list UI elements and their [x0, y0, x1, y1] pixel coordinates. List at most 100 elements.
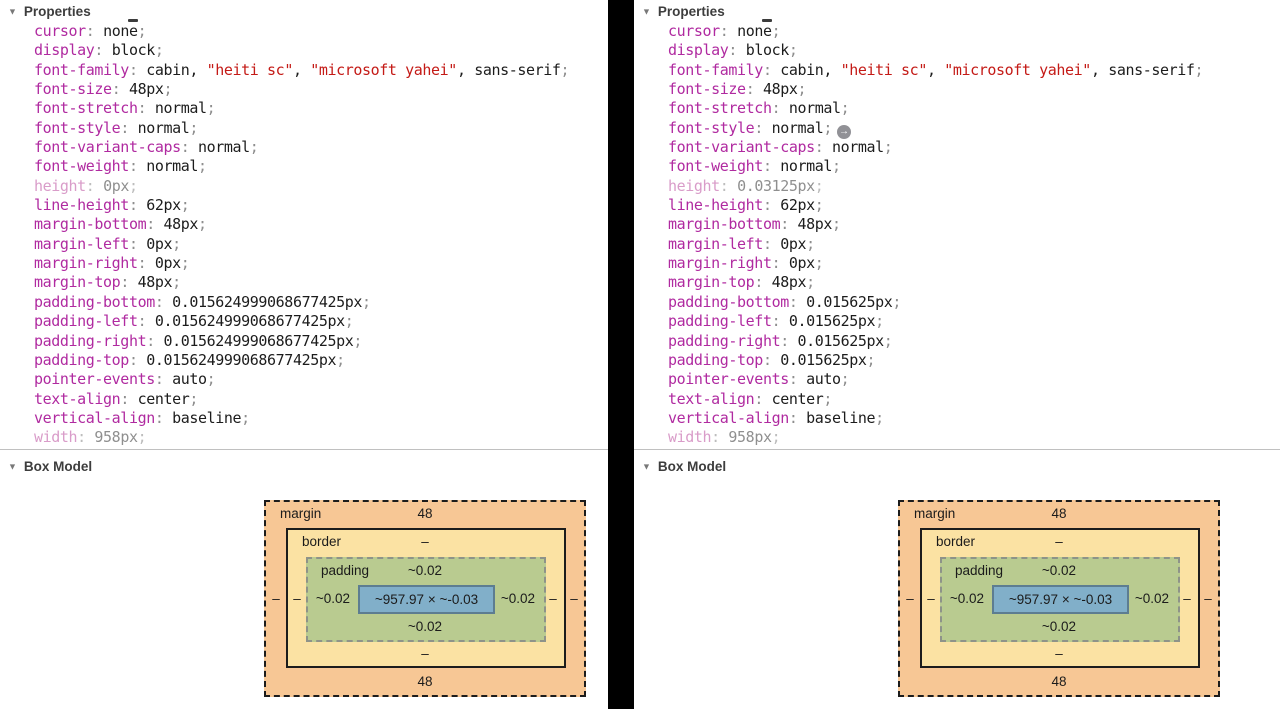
margin-bottom-value[interactable]: 48 — [1051, 674, 1067, 689]
css-property-row[interactable]: padding-bottom: 0.015624999068677425px; — [0, 293, 608, 312]
css-property-row[interactable]: margin-top: 48px; — [0, 273, 608, 292]
css-property-row[interactable]: line-height: 62px; — [634, 196, 1280, 215]
css-property-value: 62px — [146, 196, 181, 215]
properties-section-header[interactable]: ▼ Properties — [8, 2, 91, 20]
css-property-row[interactable]: cursor: none; — [634, 22, 1280, 41]
margin-left-value[interactable]: – — [906, 591, 914, 606]
border-top-value[interactable]: – — [1055, 534, 1063, 549]
css-property-row[interactable]: margin-left: 0px; — [0, 235, 608, 254]
css-property-row[interactable]: margin-right: 0px; — [0, 254, 608, 273]
css-property-row[interactable]: pointer-events: auto; — [634, 370, 1280, 389]
css-colon: : — [788, 292, 807, 311]
css-property-name: vertical-align — [668, 408, 789, 427]
border-bottom-value[interactable]: – — [421, 646, 429, 661]
css-semicolon: ; — [206, 99, 216, 118]
css-property-row[interactable]: margin-bottom: 48px; — [634, 215, 1280, 234]
css-property-row[interactable]: padding-top: 0.015624999068677425px; — [0, 351, 608, 370]
css-colon: : — [788, 370, 807, 389]
css-property-row[interactable]: font-size: 48px; — [0, 80, 608, 99]
css-property-row[interactable]: font-size: 48px; — [634, 80, 1280, 99]
css-property-name: height — [34, 176, 86, 195]
margin-left-value[interactable]: – — [272, 591, 280, 606]
padding-left-value[interactable]: ~0.02 — [949, 591, 985, 606]
disclosure-triangle-icon[interactable]: ▼ — [8, 6, 17, 17]
css-property-row[interactable]: width: 958px; — [634, 428, 1280, 447]
border-top-value[interactable]: – — [421, 534, 429, 549]
padding-left-value[interactable]: ~0.02 — [315, 591, 351, 606]
css-property-row[interactable]: padding-right: 0.015625px; — [634, 332, 1280, 351]
css-property-value: center — [137, 389, 190, 408]
css-property-row[interactable]: padding-bottom: 0.015625px; — [634, 293, 1280, 312]
disclosure-triangle-icon[interactable]: ▼ — [8, 461, 17, 472]
css-property-row[interactable]: font-family: cabin, "heiti sc", "microso… — [634, 61, 1280, 80]
css-property-row[interactable]: font-variant-caps: normal; — [0, 138, 608, 157]
css-property-row[interactable]: margin-left: 0px; — [634, 235, 1280, 254]
box-model-content-box[interactable]: ~957.97 × ~-0.03 — [358, 585, 495, 614]
padding-bottom-value[interactable]: ~0.02 — [1041, 619, 1077, 634]
margin-bottom-value[interactable]: 48 — [417, 674, 433, 689]
css-property-name: pointer-events — [34, 370, 155, 389]
css-property-row[interactable]: height: 0px; — [0, 177, 608, 196]
box-model-section-header[interactable]: ▼ Box Model — [8, 457, 92, 475]
css-property-name: cursor — [34, 22, 86, 40]
css-property-row[interactable]: vertical-align: baseline; — [0, 409, 608, 428]
border-left-value[interactable]: – — [293, 591, 301, 606]
css-property-row[interactable]: padding-right: 0.015624999068677425px; — [0, 332, 608, 351]
padding-bottom-value[interactable]: ~0.02 — [407, 619, 443, 634]
box-model-diagram: ~957.97 × ~-0.03 margin 48 border – padd… — [264, 500, 586, 697]
css-property-row[interactable]: font-weight: normal; — [0, 157, 608, 176]
goto-arrow-icon[interactable]: → — [837, 125, 852, 140]
css-property-row[interactable]: vertical-align: baseline; — [634, 409, 1280, 428]
css-property-row[interactable]: cursor: none; — [0, 22, 608, 41]
margin-top-value[interactable]: 48 — [417, 506, 433, 521]
css-property-row[interactable]: font-weight: normal; — [634, 157, 1280, 176]
css-property-row[interactable]: line-height: 62px; — [0, 196, 608, 215]
clipped-row-artifact — [128, 19, 138, 22]
disclosure-triangle-icon[interactable]: ▼ — [642, 6, 651, 17]
css-property-row[interactable]: text-align: center; — [0, 390, 608, 409]
css-colon: : — [728, 41, 746, 60]
box-model-section-header[interactable]: ▼ Box Model — [642, 457, 726, 475]
margin-right-value[interactable]: – — [570, 591, 578, 606]
css-property-row[interactable]: font-stretch: normal; — [634, 99, 1280, 118]
border-right-value[interactable]: – — [1183, 591, 1191, 606]
padding-top-value[interactable]: ~0.02 — [407, 563, 443, 578]
css-property-row[interactable]: padding-left: 0.015625px; — [634, 312, 1280, 331]
padding-right-value[interactable]: ~0.02 — [1134, 591, 1170, 606]
css-colon: : — [154, 370, 173, 389]
css-property-row[interactable]: margin-right: 0px; — [634, 254, 1280, 273]
css-property-row[interactable]: height: 0.03125px; — [634, 177, 1280, 196]
border-bottom-value[interactable]: – — [1055, 646, 1063, 661]
disclosure-triangle-icon[interactable]: ▼ — [642, 461, 651, 472]
css-property-row[interactable]: display: block; — [634, 41, 1280, 60]
css-property-row[interactable]: font-style: normal;→ — [634, 119, 1280, 140]
css-semicolon: ; — [832, 157, 841, 176]
properties-section-header[interactable]: ▼ Properties — [642, 2, 725, 20]
css-property-row[interactable]: padding-top: 0.015625px; — [634, 351, 1280, 370]
css-property-row[interactable]: pointer-events: auto; — [0, 370, 608, 389]
border-label: border — [302, 534, 342, 549]
css-property-row[interactable]: padding-left: 0.015624999068677425px; — [0, 312, 608, 331]
margin-top-value[interactable]: 48 — [1051, 506, 1067, 521]
padding-top-value[interactable]: ~0.02 — [1041, 563, 1077, 578]
css-colon: : — [771, 312, 789, 331]
css-property-name: display — [668, 41, 729, 60]
css-property-row[interactable]: margin-top: 48px; — [634, 273, 1280, 292]
border-right-value[interactable]: – — [549, 591, 557, 606]
padding-right-value[interactable]: ~0.02 — [500, 591, 536, 606]
css-property-value: 958px — [94, 428, 138, 447]
css-property-row[interactable]: margin-bottom: 48px; — [0, 215, 608, 234]
css-property-name: padding-bottom — [34, 292, 155, 311]
css-property-row[interactable]: font-style: normal; — [0, 119, 608, 138]
css-property-row[interactable]: font-family: cabin, "heiti sc", "microso… — [0, 61, 608, 80]
css-property-row[interactable]: text-align: center; — [634, 390, 1280, 409]
css-property-row[interactable]: display: block; — [0, 41, 608, 60]
css-property-value: 48px — [137, 273, 173, 292]
css-property-row[interactable]: width: 958px; — [0, 428, 608, 447]
css-colon: : — [137, 99, 155, 118]
margin-right-value[interactable]: – — [1204, 591, 1212, 606]
border-left-value[interactable]: – — [927, 591, 935, 606]
box-model-content-box[interactable]: ~957.97 × ~-0.03 — [992, 585, 1129, 614]
css-property-row[interactable]: font-stretch: normal; — [0, 99, 608, 118]
css-property-row[interactable]: font-variant-caps: normal; — [634, 138, 1280, 157]
